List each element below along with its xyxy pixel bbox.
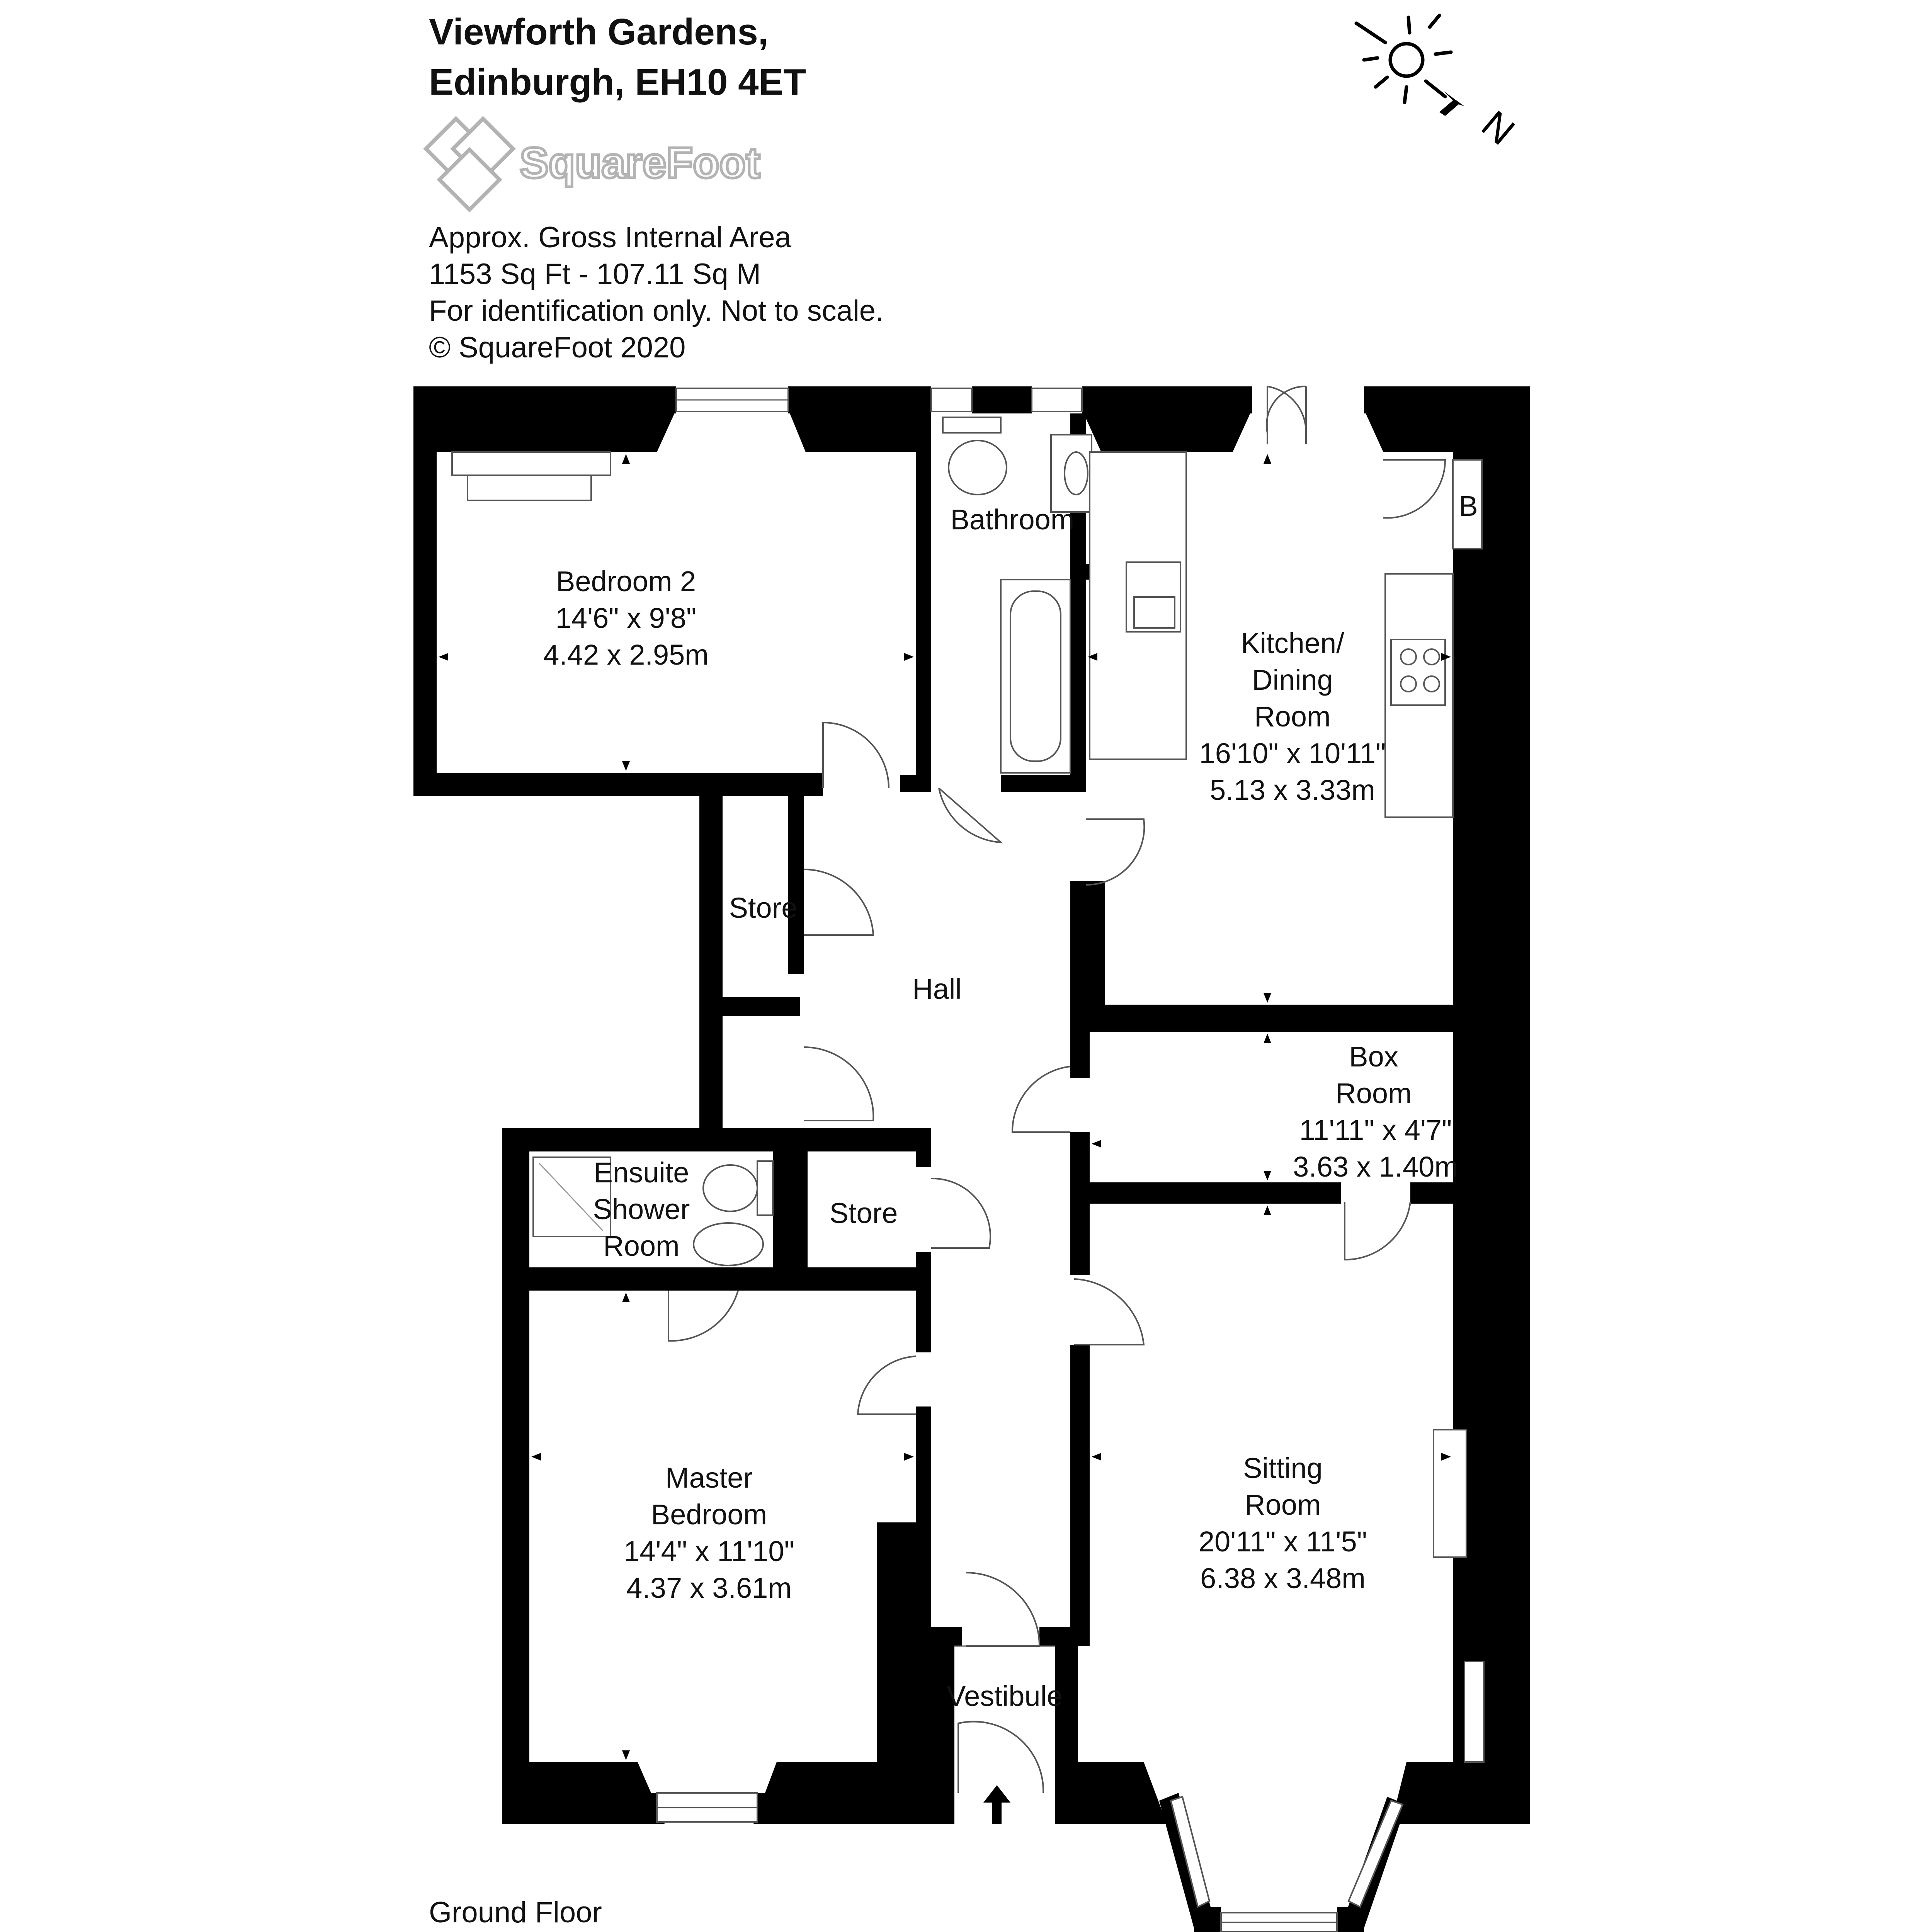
room-master-bedroom: Master Bedroom 14'4" x 11'10" 4.37 x 3.6…	[624, 1462, 794, 1604]
compass: N	[1354, 14, 1523, 153]
windows	[656, 388, 1404, 1932]
room-name-line2: Shower	[593, 1193, 690, 1225]
room-ensuite: Ensuite Shower Room	[593, 1156, 690, 1262]
room-name-line1: Master	[665, 1462, 753, 1494]
address-line-1: Viewforth Gardens,	[429, 11, 768, 53]
sun-icon	[1388, 42, 1425, 78]
boiler-cupboard	[1452, 459, 1483, 549]
room-name: Bathroom	[951, 503, 1075, 536]
room-name-line2: Bedroom	[651, 1498, 767, 1531]
room-box-room: Box Room 11'11" x 4'7" 3.63 x 1.40m	[1293, 1041, 1458, 1183]
room-metric: 6.38 x 3.48m	[1200, 1562, 1366, 1594]
room-name: Bedroom 2	[556, 565, 696, 597]
room-sitting: Sitting Room 20'11" x 11'5" 6.38 x 3.48m	[1199, 1452, 1367, 1594]
room-metric: 5.13 x 3.33m	[1210, 774, 1375, 806]
north-arrow-icon	[1439, 91, 1464, 116]
room-imperial: 11'11" x 4'7"	[1299, 1114, 1452, 1146]
room-store-1: Store	[729, 892, 798, 924]
copyright: © SquareFoot 2020	[429, 331, 685, 364]
doors	[668, 385, 1446, 1793]
ensuite-toilet-icon	[702, 1164, 758, 1212]
squarefoot-logo: SquareFoot	[423, 116, 762, 213]
room-bedroom-2: Bedroom 2 14'6" x 9'8" 4.42 x 2.95m	[543, 565, 709, 671]
room-name-line1: Ensuite	[594, 1156, 689, 1189]
fireplace-icon	[451, 451, 611, 476]
room-name: Vestibule	[947, 1680, 1063, 1712]
room-name: Store	[830, 1197, 898, 1229]
logo-wordmark: SquareFoot	[520, 139, 760, 187]
walls	[413, 386, 1530, 1932]
room-hall: Hall	[912, 973, 961, 1005]
room-name-line2: Room	[1245, 1489, 1321, 1521]
toilet-icon	[948, 440, 1007, 495]
fixtures	[451, 417, 1485, 1763]
room-name-line1: Sitting	[1243, 1452, 1323, 1484]
address-line-2: Edinburgh, EH10 4ET	[429, 61, 806, 103]
room-name-line1: Kitchen/	[1241, 627, 1344, 659]
disclaimer: For identification only. Not to scale.	[429, 294, 884, 327]
area-title: Approx. Gross Internal Area	[429, 221, 792, 254]
room-name-line2: Dining	[1252, 664, 1333, 696]
area-value: 1153 Sq Ft - 107.11 Sq M	[429, 258, 761, 291]
dimension-ticks	[439, 454, 1482, 1760]
room-kitchen: Kitchen/ Dining Room 16'10" x 10'11" 5.1…	[1199, 627, 1386, 806]
room-name: Store	[729, 892, 798, 924]
sitting-fireplace-icon	[1433, 1429, 1467, 1558]
room-metric: 4.37 x 3.61m	[626, 1572, 792, 1604]
room-imperial: 16'10" x 10'11"	[1199, 737, 1386, 769]
room-imperial: 20'11" x 11'5"	[1199, 1526, 1367, 1558]
floor-label: Ground Floor	[429, 1896, 602, 1929]
room-name-line2: Room	[1335, 1077, 1412, 1109]
room-name-line1: Box	[1349, 1041, 1398, 1073]
room-vestibule: Vestibule	[947, 1680, 1063, 1712]
room-imperial: 14'4" x 11'10"	[624, 1535, 794, 1567]
entrance-arrow-icon	[983, 1785, 1010, 1824]
room-name-line3: Room	[603, 1230, 679, 1262]
room-name-line3: Room	[1254, 701, 1330, 733]
room-imperial: 14'6" x 9'8"	[556, 602, 697, 634]
room-name: Hall	[912, 973, 961, 1005]
room-store-2: Store	[830, 1197, 898, 1229]
ensuite-basin-icon	[693, 1222, 764, 1266]
room-metric: 3.63 x 1.40m	[1293, 1151, 1458, 1183]
hob-icon	[1390, 639, 1446, 706]
room-metric: 4.42 x 2.95m	[543, 639, 709, 671]
room-bathroom: Bathroom	[951, 503, 1075, 536]
north-label: N	[1474, 102, 1523, 153]
boiler-label: B	[1459, 490, 1478, 522]
